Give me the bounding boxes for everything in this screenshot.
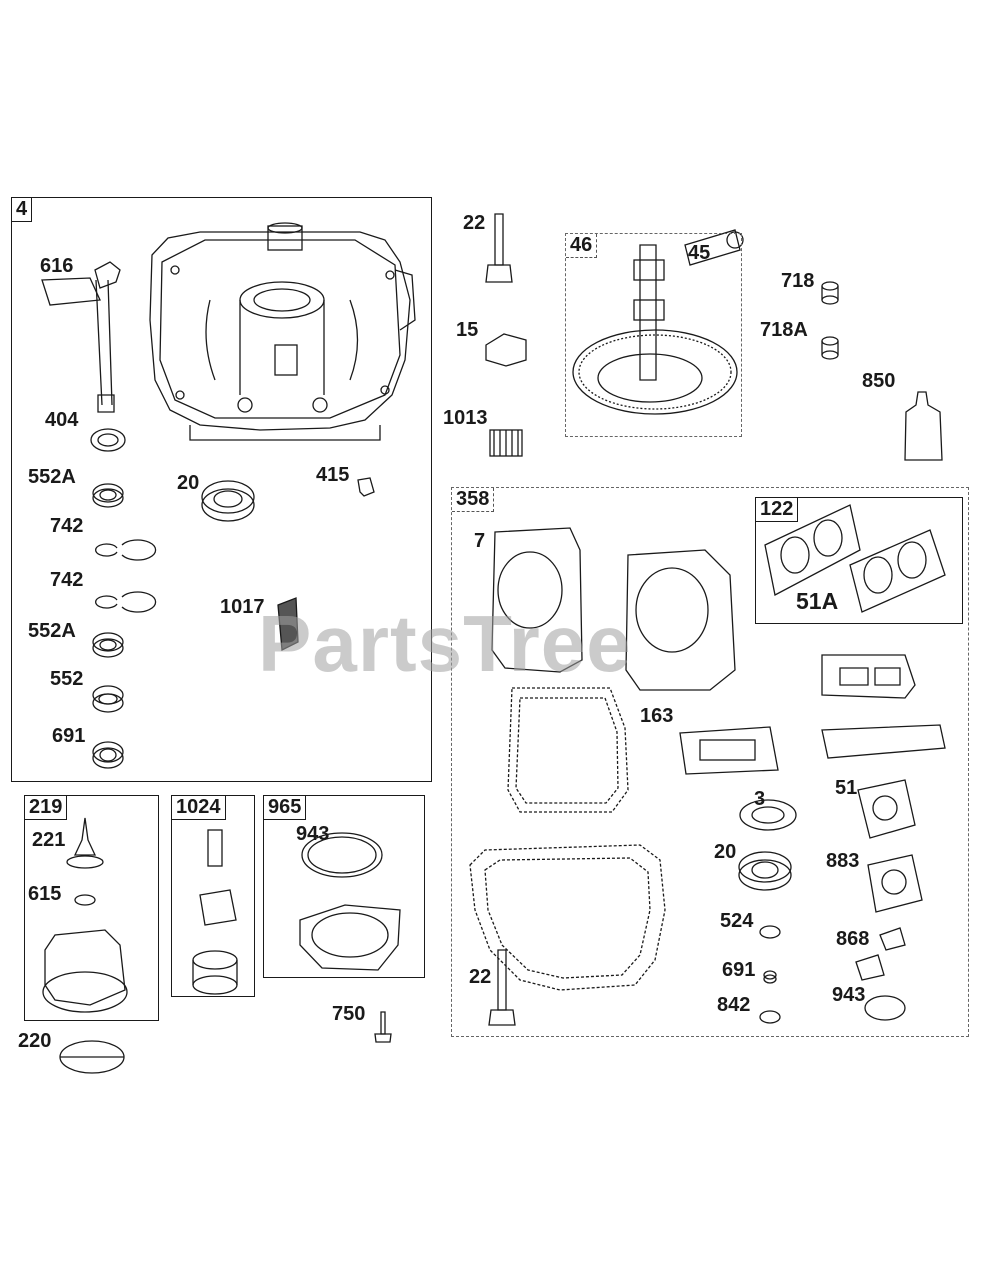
part-label-1017[interactable]: 1017 (220, 596, 265, 618)
part-label-552[interactable]: 552 (50, 668, 84, 690)
valve-cover-gasket-drawing (507, 687, 629, 813)
part-label-22[interactable]: 22 (463, 212, 486, 234)
part-label-1013[interactable]: 1013 (443, 407, 488, 429)
group-box-122: 122 (755, 497, 963, 624)
part-label-163[interactable]: 163 (640, 705, 674, 727)
group-tag-1024: 1024 (172, 796, 226, 820)
part-label-15[interactable]: 15 (456, 319, 479, 341)
part-label-7[interactable]: 7 (474, 530, 486, 552)
part-label-22-second[interactable]: 22 (469, 966, 492, 988)
part-label-404[interactable]: 404 (45, 409, 79, 431)
right-gaskets-drawing (821, 654, 946, 913)
oil-seal-drawing (201, 477, 375, 652)
part-label-3[interactable]: 3 (754, 788, 766, 810)
part-label-552a-second[interactable]: 552A (28, 620, 76, 642)
oil-pump-drawing (192, 829, 238, 995)
group-box-4: 4 (11, 197, 432, 782)
part-label-883[interactable]: 883 (826, 850, 860, 872)
governor-gear-drawing (42, 817, 128, 1013)
part-label-552a[interactable]: 552A (28, 466, 76, 488)
governor-shaft-drawing (41, 261, 121, 413)
sealant-and-caps-drawing (821, 281, 943, 461)
part-label-850[interactable]: 850 (862, 370, 896, 392)
part-label-691-second[interactable]: 691 (722, 959, 756, 981)
group-tag-122: 122 (756, 498, 799, 522)
group-box-358: 358 (451, 487, 969, 1037)
part-label-718[interactable]: 718 (781, 270, 815, 292)
lower-bolt-drawing (488, 949, 516, 1026)
lower-seals-drawing (738, 799, 906, 1024)
head-gasket-drawing (491, 527, 736, 691)
intake-gasket-drawing (764, 504, 946, 613)
part-label-718a[interactable]: 718A (760, 319, 808, 341)
group-box-965: 965 (263, 795, 425, 978)
part-label-524[interactable]: 524 (720, 910, 754, 932)
group-box-219: 219 (24, 795, 159, 1021)
part-label-742-second[interactable]: 742 (50, 569, 84, 591)
part-label-45[interactable]: 45 (688, 242, 711, 264)
part-label-51[interactable]: 51 (835, 777, 858, 799)
group-tag-965: 965 (264, 796, 307, 820)
group-tag-46: 46 (566, 234, 598, 258)
part-label-750[interactable]: 750 (332, 1003, 366, 1025)
watermark: PartsTree (258, 599, 632, 688)
part-label-20-second[interactable]: 20 (714, 841, 737, 863)
washer-220-drawing (59, 1040, 125, 1074)
part-label-415[interactable]: 415 (316, 464, 350, 486)
crankcase-drawing (149, 222, 416, 441)
group-box-46: 46 (565, 233, 742, 437)
part-label-742[interactable]: 742 (50, 515, 84, 537)
screw-750-drawing (374, 1011, 392, 1043)
group-box-1024: 1024 (171, 795, 255, 997)
part-label-51a[interactable]: 51A (796, 588, 839, 614)
group-tag-219: 219 (25, 796, 68, 820)
part-label-20[interactable]: 20 (177, 472, 200, 494)
part-label-221[interactable]: 221 (32, 829, 66, 851)
sump-gasket-drawing (469, 844, 666, 991)
part-label-943[interactable]: 943 (296, 823, 330, 845)
seals-and-rings-drawing (90, 428, 157, 769)
group-tag-358: 358 (452, 488, 495, 512)
part-label-616[interactable]: 616 (40, 255, 74, 277)
part-label-842[interactable]: 842 (717, 994, 751, 1016)
part-label-615[interactable]: 615 (28, 883, 62, 905)
pump-cover-drawing (299, 832, 401, 971)
part-label-943-second[interactable]: 943 (832, 984, 866, 1006)
breather-gasket-drawing (679, 726, 779, 775)
camshaft-drawing (572, 229, 744, 415)
part-label-868[interactable]: 868 (836, 928, 870, 950)
group-tag-4: 4 (12, 198, 33, 222)
part-label-220[interactable]: 220 (18, 1030, 52, 1052)
upper-fasteners-drawing (485, 213, 527, 457)
part-label-691[interactable]: 691 (52, 725, 86, 747)
